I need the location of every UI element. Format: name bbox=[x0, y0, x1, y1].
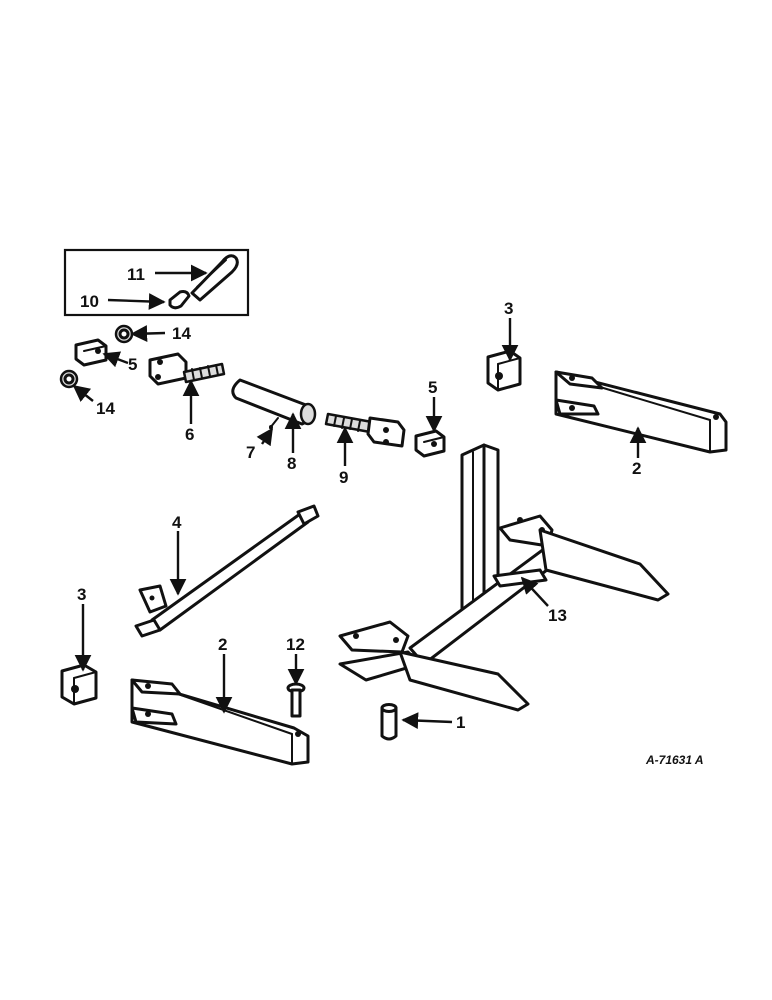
kit-box: 11 10 bbox=[63, 248, 250, 317]
callout-6: 6 bbox=[185, 425, 194, 444]
part-10-sleeve bbox=[168, 290, 191, 310]
part-12-bolt bbox=[286, 682, 306, 718]
callout-labels: 14 14 5 5 6 7 8 9 3 2 4 3 2 12 13 1 bbox=[77, 299, 641, 732]
callout-3-right: 3 bbox=[504, 299, 513, 318]
part-3-block-right bbox=[486, 349, 522, 392]
callout-14-top: 14 bbox=[172, 324, 191, 343]
leader-13 bbox=[520, 576, 549, 607]
callout-3-left: 3 bbox=[77, 585, 86, 604]
part-4-cross-shaft bbox=[134, 504, 320, 638]
callout-11: 11 bbox=[127, 265, 145, 284]
leader-14-top bbox=[130, 325, 166, 342]
callout-9: 9 bbox=[339, 468, 348, 487]
part-7-small-pin bbox=[269, 417, 279, 429]
drawing-number: A-71631 A bbox=[645, 753, 704, 767]
callout-2-right: 2 bbox=[632, 459, 641, 478]
callout-14-left: 14 bbox=[96, 399, 115, 418]
part-11-pin bbox=[190, 254, 239, 302]
part-14-bushing-top bbox=[114, 324, 134, 344]
part-1-pin bbox=[380, 703, 398, 741]
part-5-block-left bbox=[74, 338, 108, 367]
leader-1 bbox=[401, 712, 453, 730]
part-3-block-left bbox=[60, 663, 98, 706]
part-6-threaded-yoke bbox=[148, 352, 226, 386]
callout-5-right: 5 bbox=[428, 378, 437, 397]
part-14-bushing-left bbox=[59, 369, 79, 389]
callout-1: 1 bbox=[456, 713, 465, 732]
leader-7 bbox=[256, 427, 273, 447]
callout-7: 7 bbox=[246, 443, 255, 462]
part-8-sleeve-tube bbox=[231, 378, 317, 426]
part-5-block-right bbox=[414, 429, 446, 458]
callout-12: 12 bbox=[286, 635, 305, 654]
leader-10 bbox=[107, 293, 166, 310]
callout-10: 10 bbox=[80, 292, 99, 311]
callout-5-left: 5 bbox=[128, 355, 137, 374]
part-2-arm-right bbox=[554, 370, 728, 454]
leaders bbox=[72, 318, 647, 730]
part-2-arm-left bbox=[130, 678, 310, 766]
callout-13: 13 bbox=[548, 606, 567, 625]
leader-5-left bbox=[102, 351, 129, 368]
callout-4: 4 bbox=[172, 513, 182, 532]
leader-14-left bbox=[72, 384, 94, 402]
part-13-main-frame bbox=[338, 443, 670, 712]
part-9-threaded-yoke bbox=[324, 412, 406, 448]
callout-2-left: 2 bbox=[218, 635, 227, 654]
callout-8: 8 bbox=[287, 454, 296, 473]
